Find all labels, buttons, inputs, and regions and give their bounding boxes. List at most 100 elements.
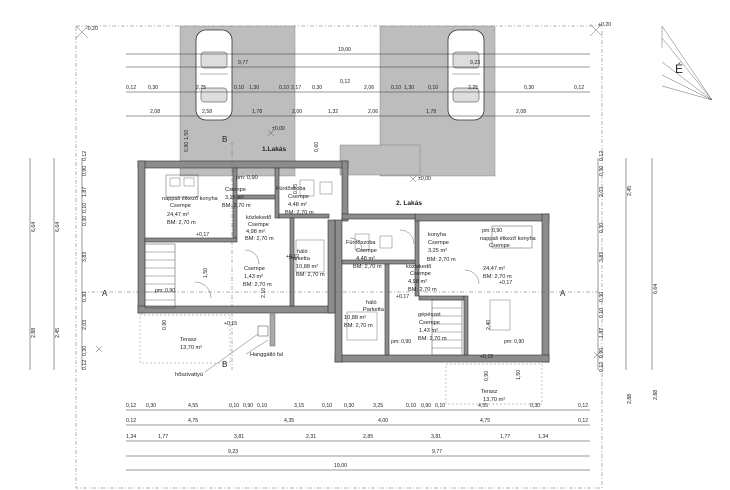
note-pm: pm: 0,90 [504, 339, 524, 345]
room-label: közlekedő Csempe 4,98 m² BM: 2,70 m [406, 264, 437, 293]
furniture [165, 174, 533, 341]
svg-text:0,90: 0,90 [421, 403, 431, 409]
dim-left-outer: 2,88 [31, 328, 37, 338]
unit-label-1: 1.Lakás [262, 146, 287, 153]
svg-text:0,12: 0,12 [126, 85, 136, 91]
svg-text:BM: 2,70 m: BM: 2,70 m [245, 236, 274, 242]
svg-text:4,55: 4,55 [188, 403, 198, 409]
svg-text:BM: 2,70 m: BM: 2,70 m [344, 323, 373, 329]
svg-text:BM: 2,70 m: BM: 2,70 m [483, 274, 512, 280]
svg-text:2,25: 2,25 [196, 85, 206, 91]
svg-text:1,78: 1,78 [252, 109, 262, 115]
svg-text:1,87: 1,87 [599, 328, 605, 338]
svg-text:0,90: 0,90 [184, 142, 190, 152]
svg-text:pm: 0,90: pm: 0,90 [236, 175, 258, 181]
dim-right-outer: 6,64 [653, 284, 659, 294]
room-label: konyha Csempe 3,25 m² BM: 2,70 m [427, 232, 456, 263]
plot-boundary [75, 25, 603, 489]
svg-text:1,30: 1,30 [249, 85, 259, 91]
staircase [431, 299, 463, 356]
terrace-name: Terasz [481, 389, 498, 395]
svg-text:Csempe: Csempe [244, 266, 265, 272]
room-label: Csempe 1,43 m² BM: 2,70 m [243, 266, 272, 288]
svg-text:0,12: 0,12 [599, 362, 605, 372]
note-pm: pm: 0,90 [391, 339, 411, 345]
svg-text:Csempe: Csempe [489, 243, 510, 249]
room-label: gépészet Csempe 1,43 m² BM: 2,70 m [418, 312, 447, 342]
room-label: háló Parketta 10,88 m² BM: 2,70 m [344, 300, 385, 329]
svg-text:0,12: 0,12 [126, 403, 136, 409]
svg-text:0,12: 0,12 [126, 418, 136, 424]
svg-text:0,75: 0,75 [293, 184, 299, 194]
svg-text:0,12: 0,12 [82, 360, 88, 370]
section-mark-b-top: B [222, 135, 227, 144]
dim-left-mid: 2,45 [55, 328, 61, 338]
svg-text:0,30: 0,30 [148, 85, 158, 91]
svg-text:1,87: 1,87 [82, 187, 88, 197]
room-label: Fürdőszoba Csempe 4,48 m² BM: 2,70 m [346, 240, 382, 270]
svg-text:3,15: 3,15 [294, 403, 304, 409]
svg-text:háló: háló [297, 249, 308, 255]
svg-text:4,75: 4,75 [480, 418, 490, 424]
svg-text:4,35: 4,35 [284, 418, 294, 424]
car-icon [447, 29, 485, 121]
svg-text:2,06: 2,06 [368, 109, 378, 115]
svg-text:0,90: 0,90 [82, 166, 88, 176]
svg-text:4,48 m²: 4,48 m² [356, 256, 375, 262]
level-marker-icon [75, 23, 603, 39]
svg-text:24,47 m²: 24,47 m² [483, 266, 505, 272]
level-room: +0,17 [196, 232, 209, 238]
svg-text:4,00: 4,00 [378, 418, 388, 424]
svg-text:0,30: 0,30 [312, 85, 322, 91]
svg-text:0,10: 0,10 [406, 403, 416, 409]
svg-text:2,31: 2,31 [306, 434, 316, 440]
room-label: közlekedő Csempe 4,98 m² BM: 2,70 m [245, 215, 274, 242]
svg-text:konyha: konyha [428, 232, 447, 238]
svg-text:4,55: 4,55 [478, 403, 488, 409]
dimension-lines [29, 53, 653, 471]
svg-text:BM: 2,70 m: BM: 2,70 m [243, 282, 272, 288]
door-swings [194, 229, 480, 299]
svg-text:3,25 m²: 3,25 m² [225, 195, 244, 201]
terrace-outline [139, 314, 231, 364]
svg-text:0,12: 0,12 [599, 151, 605, 161]
svg-text:0,30: 0,30 [524, 85, 534, 91]
svg-text:Csempe: Csempe [288, 194, 309, 200]
svg-text:0,10: 0,10 [229, 403, 239, 409]
svg-text:BM: 2,70 m: BM: 2,70 m [408, 287, 437, 293]
svg-text:0,30: 0,30 [344, 403, 354, 409]
section-mark-b-bottom: B [222, 360, 227, 369]
dim-top-half: 9,77 [238, 60, 248, 66]
svg-text:1,34: 1,34 [126, 434, 136, 440]
room-label: háló Parketta 10,88 m² BM: 2,70 m [289, 249, 325, 278]
svg-text:1,50: 1,50 [516, 370, 522, 380]
svg-text:Fürdőszoba: Fürdőszoba [346, 240, 376, 246]
svg-text:0,30: 0,30 [82, 346, 88, 356]
svg-text:0,90: 0,90 [599, 348, 605, 358]
car-icon [195, 29, 233, 121]
heat-pump [257, 325, 269, 337]
note-pm: pm: 0,90 [155, 288, 175, 294]
dim-top-half: 9,23 [470, 60, 480, 66]
section-mark-a-left: A [102, 289, 108, 298]
svg-text:3,81: 3,81 [431, 434, 441, 440]
svg-text:Fürdőszoba: Fürdőszoba [276, 186, 306, 192]
svg-text:1,34: 1,34 [538, 434, 548, 440]
svg-text:2,10: 2,10 [261, 288, 267, 298]
level-tl: -0,20 [86, 26, 98, 32]
section-mark-a-right: A [560, 289, 566, 298]
svg-text:2,06: 2,06 [364, 85, 374, 91]
svg-text:3,83: 3,83 [599, 252, 605, 262]
svg-text:2,25: 2,25 [468, 85, 478, 91]
svg-text:3,25: 3,25 [373, 403, 383, 409]
svg-text:2,00: 2,00 [292, 109, 302, 115]
dim-bottom-row1: 0,12 0,30 4,55 0,10 0,90 0,10 3,15 0,10 … [126, 403, 588, 409]
svg-text:0,12: 0,12 [82, 151, 88, 161]
svg-text:1,32: 1,32 [328, 109, 338, 115]
svg-text:2,58: 2,58 [202, 109, 212, 115]
svg-text:BM: 2,70 m: BM: 2,70 m [285, 210, 314, 216]
svg-text:2,17: 2,17 [291, 85, 301, 91]
note-soundproof-wall: Hanggátló fal [250, 352, 283, 358]
room-label: Fürdőszoba Csempe 4,48 m² BM: 2,70 m [276, 186, 314, 216]
svg-text:1,50: 1,50 [203, 268, 209, 278]
